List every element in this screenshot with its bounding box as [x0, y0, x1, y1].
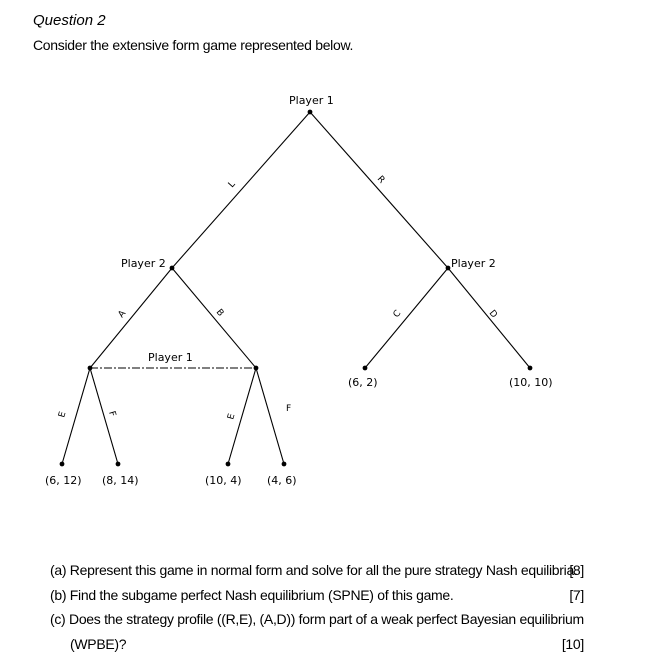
branch-D [447, 267, 531, 369]
question-part-c-continued: (WPBE)? [10] [50, 632, 584, 657]
p1-info-node-right [253, 365, 259, 371]
action-label-D: D [487, 309, 499, 321]
payoff-C: (6, 2) [348, 376, 378, 389]
payoff-BE: (10, 4) [205, 474, 242, 487]
question-part-text: (a) Represent this game in normal form a… [50, 562, 578, 578]
payoff-AF: (8, 14) [102, 474, 139, 487]
root-player-label: Player 1 [289, 94, 334, 107]
terminal-node-D [527, 365, 533, 371]
question-part-a: (a) Represent this game in normal form a… [50, 558, 584, 583]
question-part-marks: [10] [561, 635, 584, 652]
question-intro: Consider the extensive form game represe… [33, 37, 354, 53]
action-label-F-right: F [286, 404, 291, 414]
question-parts: (a) Represent this game in normal form a… [50, 558, 584, 656]
action-label-A: A [117, 308, 129, 320]
branch-F-right [255, 367, 285, 465]
action-label-C: C [392, 309, 404, 320]
p2-left-player-label: Player 2 [121, 257, 166, 270]
branch-A [89, 267, 173, 369]
action-label-R: R [375, 174, 387, 185]
branch-F-left [89, 367, 119, 465]
branch-L [171, 111, 311, 269]
question-part-text: (c) Does the strategy profile ((R,E), (A… [50, 611, 584, 627]
branch-C [364, 267, 449, 369]
action-label-B: B [214, 308, 226, 319]
terminal-node-C [362, 365, 368, 371]
root-node [307, 109, 313, 115]
payoff-BF: (4, 6) [267, 474, 297, 487]
question-part-c: (c) Does the strategy profile ((R,E), (A… [50, 607, 584, 632]
action-label-E-right: E [226, 412, 237, 421]
question-title: Question 2 [33, 12, 106, 29]
game-tree: Player 1 Player 2 Player 2 Player 1 L R … [45, 94, 553, 487]
branch-E-right [227, 367, 257, 465]
branch-B [171, 267, 257, 369]
terminal-node-BF [281, 461, 287, 467]
action-label-F-left: F [106, 410, 117, 418]
terminal-node-AF [115, 461, 121, 467]
terminal-node-AE [59, 461, 65, 467]
p1-info-node-left [87, 365, 93, 371]
question-part-b: (b) Find the subgame perfect Nash equili… [50, 583, 584, 608]
question-part-text: (b) Find the subgame perfect Nash equili… [50, 586, 454, 603]
payoff-D: (10, 10) [509, 376, 553, 389]
p2-right-node [445, 265, 451, 271]
payoff-AE: (6, 12) [45, 474, 82, 487]
branch-E-left [61, 367, 91, 465]
info-set-player-label: Player 1 [148, 351, 193, 364]
question-part-text: (WPBE)? [70, 635, 127, 652]
action-label-E-left: E [57, 410, 68, 419]
terminal-node-BE [225, 461, 231, 467]
action-label-L: L [227, 180, 238, 190]
branch-R [309, 111, 449, 269]
p2-right-player-label: Player 2 [451, 257, 496, 270]
question-part-marks: [8] [569, 562, 584, 578]
p2-left-node [169, 265, 175, 271]
question-part-marks: [7] [569, 586, 584, 603]
